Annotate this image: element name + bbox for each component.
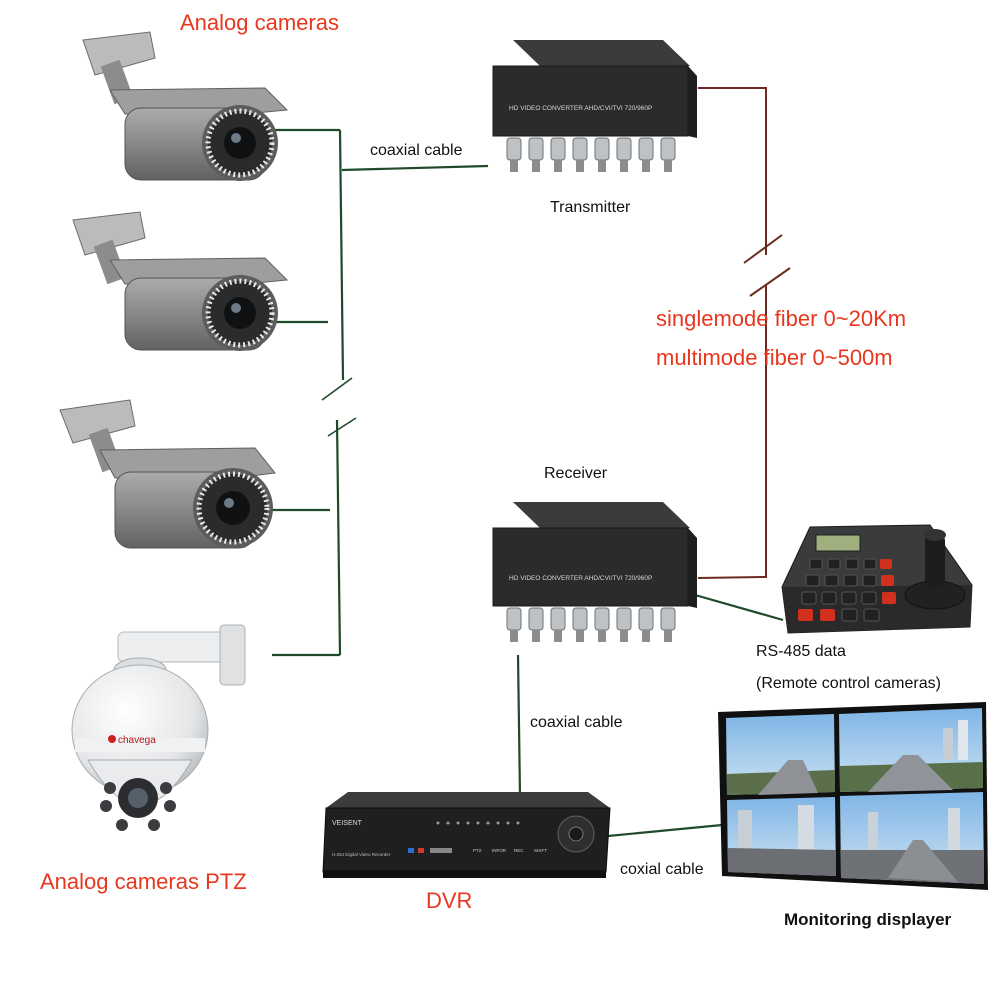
monitor-icon — [718, 702, 988, 890]
coax-bus-upper — [338, 129, 345, 381]
ptz-keyboard-icon — [781, 524, 973, 634]
transmitter-icon: HD VIDEO CONVERTER AHD/CVI/TVI 720/960P — [492, 40, 697, 172]
ptz-keyboard — [780, 515, 975, 635]
coaxial-cable-label-top: coaxial cable — [370, 142, 463, 159]
bullet-camera-2 — [55, 210, 290, 375]
monitor-device — [718, 700, 990, 892]
bullet-camera-3 — [55, 398, 290, 573]
transmitter-model-text: HD VIDEO CONVERTER AHD/CVI/TVI 720/960P — [509, 105, 652, 112]
dvr-brand-text: VEISENT — [332, 820, 363, 827]
transmitter-label: Transmitter — [550, 199, 631, 216]
ptz-dome-camera: chavega — [60, 620, 275, 850]
transmitter-device: HD VIDEO CONVERTER AHD/CVI/TVI 720/960P — [485, 38, 700, 178]
coxial-cable-label: coxial cable — [620, 861, 704, 878]
multimode-fiber-label: multimode fiber 0~500m — [656, 345, 893, 370]
fiber-upper — [698, 87, 767, 255]
coax-bus-lower — [335, 419, 342, 656]
receiver-model-text: HD VIDEO CONVERTER AHD/CVI/TVI 720/960P — [509, 575, 652, 582]
bullet-camera-icon — [72, 211, 289, 351]
rs485-wire — [694, 593, 784, 622]
rs485-data-label: RS-485 data — [756, 643, 846, 660]
bullet-camera-icon — [59, 399, 276, 549]
dvr-button-rec: REC — [514, 848, 524, 853]
receiver-device: HD VIDEO CONVERTER AHD/CVI/TVI 720/960P — [485, 500, 700, 650]
dvr-subtitle-text: H.264 Digital Video Recorder — [332, 852, 391, 857]
ptz-brand-text: chavega — [118, 735, 156, 746]
dvr-icon: VEISENT H.264 Digital Video Recorder PTZ… — [322, 792, 611, 878]
dvr-button-infor: INFOR — [492, 848, 507, 853]
ptz-dome-camera-icon: chavega — [71, 624, 246, 831]
coaxial-cable-label-bottom: coaxial cable — [530, 714, 623, 731]
remote-control-label: (Remote control cameras) — [756, 675, 941, 692]
receiver-label: Receiver — [544, 465, 608, 482]
dvr-button-shift: SHIFT — [534, 848, 547, 853]
fiber-lower — [697, 285, 767, 579]
analog-cameras-label: Analog cameras — [180, 10, 339, 35]
bullet-camera-1 — [55, 30, 290, 195]
singlemode-fiber-label: singlemode fiber 0~20Km — [656, 306, 907, 331]
analog-cameras-ptz-label: Analog cameras PTZ — [40, 869, 247, 894]
coax-receiver-to-dvr — [516, 654, 522, 797]
receiver-icon: HD VIDEO CONVERTER AHD/CVI/TVI 720/960P — [492, 502, 697, 642]
dvr-button-ptz: PTZ — [473, 848, 482, 853]
coax-to-transmitter — [341, 164, 489, 172]
dvr-device: VEISENT H.264 Digital Video Recorder PTZ… — [318, 790, 613, 882]
coax-dvr-to-monitor — [607, 823, 723, 838]
bullet-camera-icon — [82, 31, 289, 181]
dvr-label: DVR — [426, 888, 473, 913]
monitoring-displayer-label: Monitoring displayer — [784, 910, 952, 929]
